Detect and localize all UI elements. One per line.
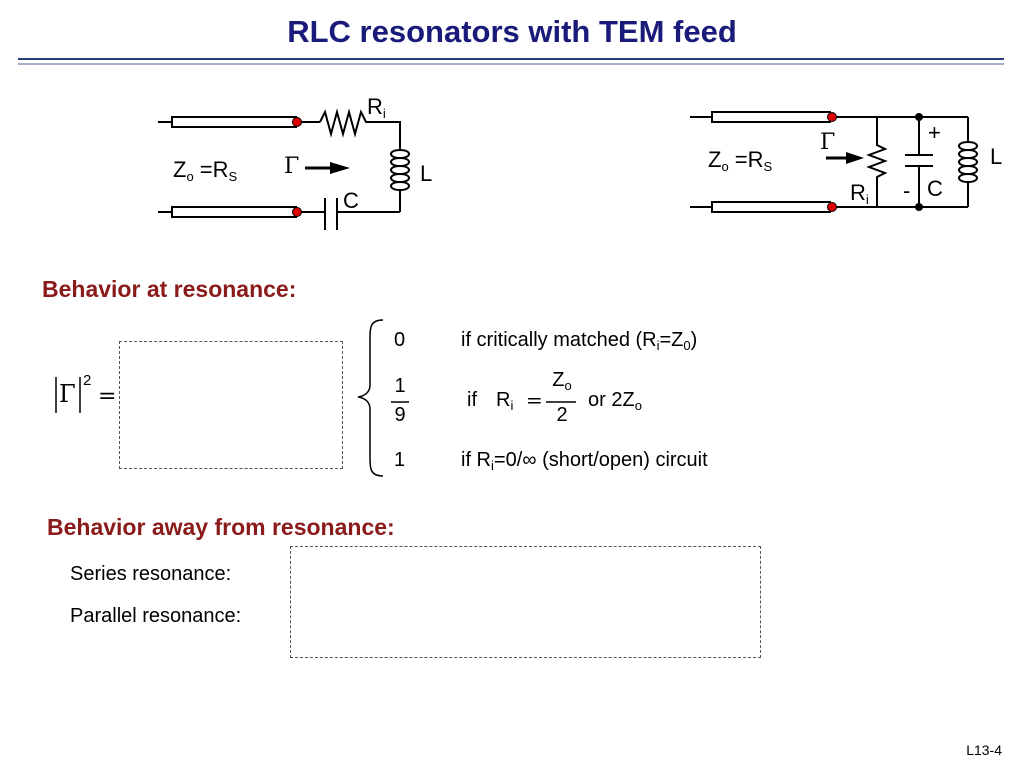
parallel-ri-label: Ri xyxy=(850,180,869,207)
series-ri-label: Ri xyxy=(367,94,386,121)
title-rule-light xyxy=(18,63,1004,65)
series-zo-rs-label: Zo =RS xyxy=(173,157,238,184)
series-tline-bottom xyxy=(171,206,297,218)
answer-box-resonance xyxy=(119,341,343,469)
series-inductor xyxy=(390,149,410,192)
slide-number: L13-4 xyxy=(966,742,1002,758)
series-port-top xyxy=(292,117,302,127)
equals-sign: = xyxy=(98,384,117,409)
series-resistor xyxy=(319,108,401,150)
parallel-port-top xyxy=(827,112,837,122)
case-value-2: 1 xyxy=(394,449,406,471)
series-port-bottom xyxy=(292,207,302,217)
parallel-node-top xyxy=(915,113,923,121)
parallel-tline-bottom xyxy=(711,201,831,213)
parallel-minus-label: - xyxy=(903,178,911,203)
parallel-port-bottom xyxy=(827,202,837,212)
away-heading: Behavior away from resonance: xyxy=(47,514,395,540)
case-two-den: 2 xyxy=(556,404,568,426)
series-gamma-arrow xyxy=(305,162,350,174)
series-c-label: C xyxy=(343,188,359,213)
answer-box-away xyxy=(290,546,761,658)
series-l-label: L xyxy=(420,161,433,186)
case-eq-sign: = xyxy=(526,388,543,412)
parallel-gamma-label: Γ xyxy=(820,130,836,155)
case-condition-2: if Ri=0/∞ (short/open) circuit xyxy=(461,449,708,473)
title-rule xyxy=(18,58,1004,60)
circuit-diagrams xyxy=(158,108,978,230)
series-gamma-label: Γ xyxy=(284,154,300,179)
case-frac-den: 9 xyxy=(394,404,406,426)
series-resonance-label: Series resonance: xyxy=(70,563,232,585)
resonance-heading: Behavior at resonance: xyxy=(42,276,297,302)
gamma-exponent: 2 xyxy=(83,372,92,389)
parallel-gamma-arrow xyxy=(826,152,864,164)
parallel-node-bottom xyxy=(915,203,923,211)
case-if-label: if xyxy=(467,389,477,411)
parallel-resistor xyxy=(866,117,888,207)
case-value-0: 0 xyxy=(394,329,406,351)
case-or-2zo: or 2Zo xyxy=(588,389,642,413)
gamma-symbol: Γ xyxy=(59,380,76,408)
page-title: RLC resonators with TEM feed xyxy=(287,14,737,49)
case-frac-num: 1 xyxy=(394,375,406,397)
parallel-inductor xyxy=(958,141,978,184)
case-ri-label: Ri xyxy=(496,389,514,413)
series-tline-top xyxy=(171,116,297,128)
parallel-plus-label: + xyxy=(928,120,941,145)
parallel-l-label: L xyxy=(990,144,1003,169)
case-zo-num: Zo xyxy=(552,369,572,393)
case-condition-0: if critically matched (Ri=Z0) xyxy=(461,329,698,353)
cases-brace xyxy=(357,319,384,477)
parallel-tline-top xyxy=(711,111,831,123)
parallel-c-label: C xyxy=(927,176,943,201)
parallel-zo-rs-label: Zo =RS xyxy=(708,147,773,174)
parallel-resonance-label: Parallel resonance: xyxy=(70,605,242,627)
